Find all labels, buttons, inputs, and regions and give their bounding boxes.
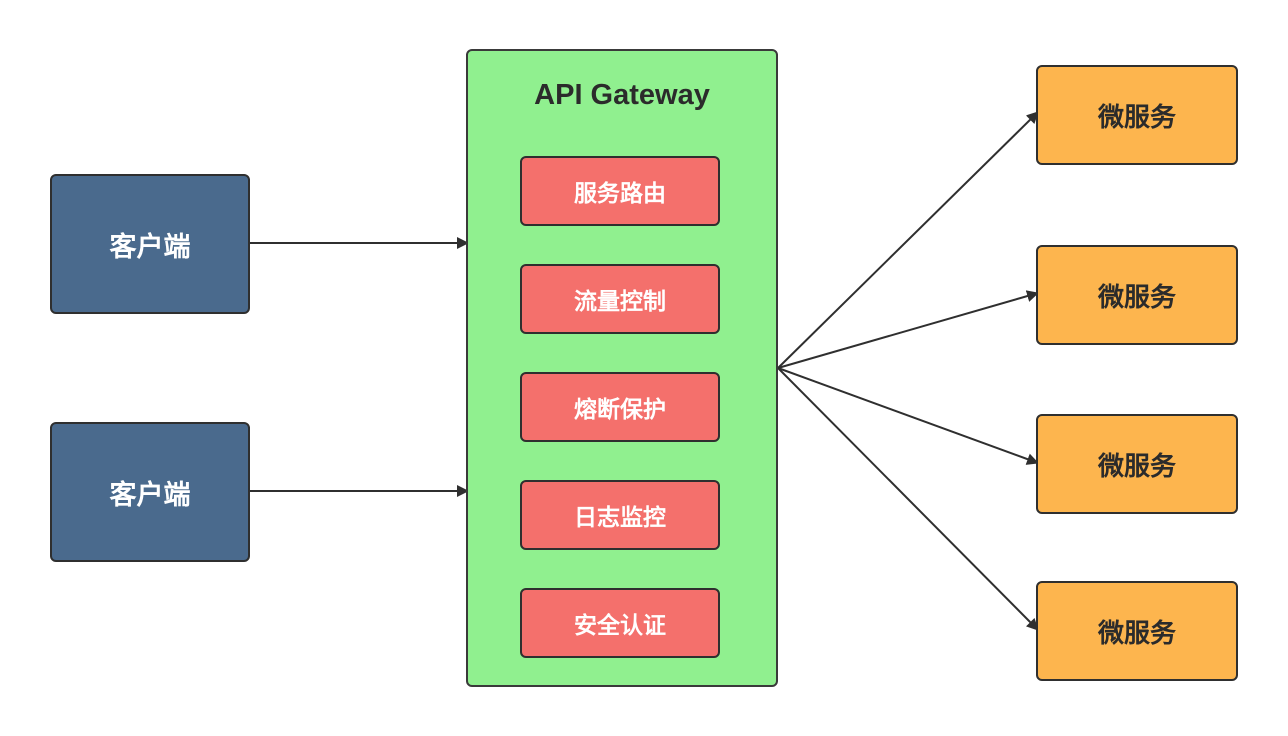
microservice-node: 微服务 — [1036, 245, 1238, 345]
feature-label: 日志监控 — [574, 505, 666, 531]
service-label: 微服务 — [1097, 618, 1176, 649]
gateway-feature-log-monitoring: 日志监控 — [520, 480, 720, 550]
feature-label: 熔断保护 — [574, 397, 666, 423]
microservice-node: 微服务 — [1036, 581, 1238, 681]
api-gateway-container: API Gateway — [466, 49, 778, 687]
client-node: 客户端 — [50, 174, 250, 314]
microservice-node: 微服务 — [1036, 65, 1238, 165]
gateway-feature-security-auth: 安全认证 — [520, 588, 720, 658]
edge-gateway-to-service-4 — [777, 367, 1039, 631]
gateway-title: API Gateway — [534, 79, 710, 111]
client-node: 客户端 — [50, 422, 250, 562]
edge-gateway-to-service-2 — [777, 290, 1039, 369]
service-label: 微服务 — [1097, 102, 1176, 133]
microservice-node: 微服务 — [1036, 414, 1238, 514]
edge-gateway-to-service-3 — [777, 367, 1039, 465]
gateway-feature-flow-control: 流量控制 — [520, 264, 720, 334]
service-label: 微服务 — [1097, 282, 1176, 313]
client-label: 客户端 — [109, 479, 191, 511]
gateway-feature-circuit-breaker: 熔断保护 — [520, 372, 720, 442]
gateway-feature-routing: 服务路由 — [520, 156, 720, 226]
edge-gateway-to-service-1 — [777, 111, 1039, 369]
feature-label: 安全认证 — [574, 613, 666, 639]
service-label: 微服务 — [1097, 451, 1176, 482]
feature-label: 服务路由 — [574, 181, 666, 207]
feature-label: 流量控制 — [574, 289, 666, 315]
client-label: 客户端 — [109, 231, 191, 263]
